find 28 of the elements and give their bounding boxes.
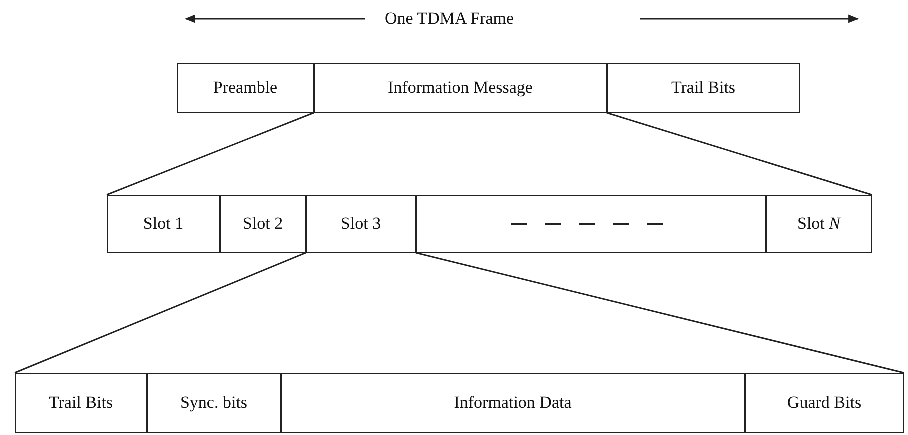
expansion-line: [106, 112, 314, 196]
frame-length-label: One TDMA Frame: [385, 9, 514, 29]
frame-field-box: [607, 63, 800, 113]
frame-field-box: [177, 63, 314, 113]
field-label: Information Data: [454, 393, 572, 413]
slot-field-box: [281, 373, 745, 433]
expansion-line: [606, 112, 872, 196]
slot-field-box: [745, 373, 904, 433]
expansion-line: [416, 252, 904, 374]
field-label: Trail Bits: [671, 78, 736, 98]
slot-box: [416, 195, 766, 253]
field-label: Slot 1: [143, 214, 184, 234]
slot-box: [306, 195, 416, 253]
slot-box: [766, 195, 872, 253]
field-label: Information Message: [388, 78, 533, 98]
frame-field-box: [314, 63, 607, 113]
field-label: Guard Bits: [787, 393, 862, 413]
expansion-line: [14, 252, 306, 374]
field-label: Trail Bits: [48, 393, 114, 413]
field-label: Preamble: [213, 78, 278, 98]
slot-field-box: [15, 373, 147, 433]
field-label: Slot 3: [340, 214, 382, 234]
slot-box: [220, 195, 306, 253]
field-label: Slot 2: [242, 214, 284, 234]
slot-box: [107, 195, 220, 253]
field-label: Sync. bits: [180, 393, 248, 413]
slot-field-box: [147, 373, 281, 433]
field-label: Slot N: [798, 214, 840, 234]
